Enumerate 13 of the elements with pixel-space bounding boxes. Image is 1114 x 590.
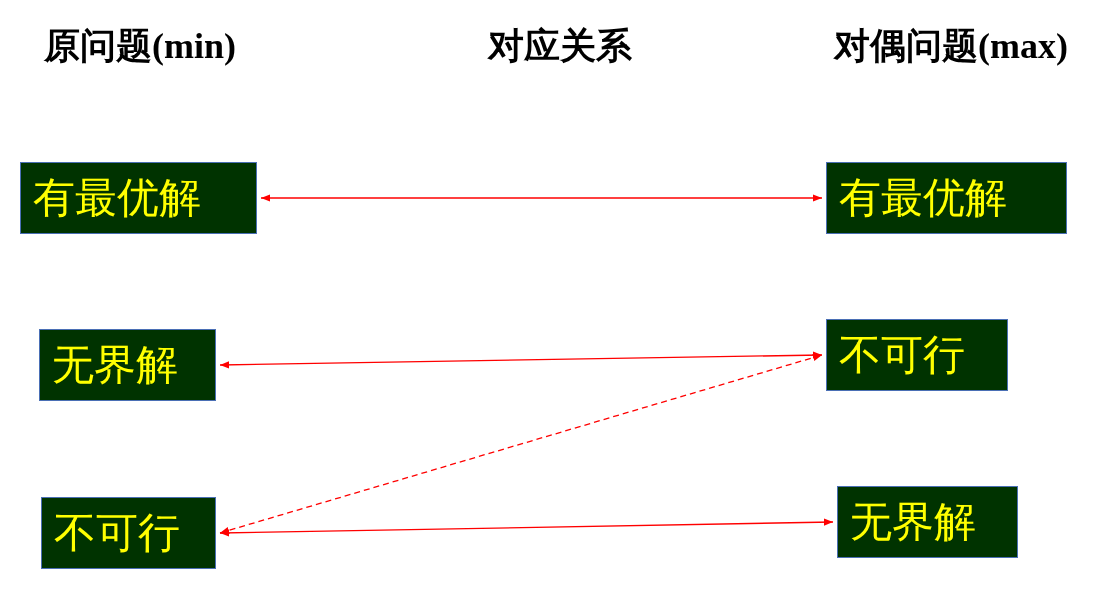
double-arrow [219,354,823,534]
answer-box: 有最优解 [826,162,1067,234]
double-arrow [219,351,823,369]
double-arrow [260,194,823,202]
answer-box: 有最优解 [20,162,257,234]
answer-box: 无界解 [39,329,216,401]
column-heading: 原问题(min) [44,25,236,68]
double-arrow [219,518,834,537]
answer-box: 不可行 [41,497,216,569]
answer-box: 不可行 [826,319,1008,391]
answer-box: 无界解 [837,486,1018,558]
column-heading: 对偶问题(max) [834,25,1068,68]
column-heading: 对应关系 [488,25,632,68]
